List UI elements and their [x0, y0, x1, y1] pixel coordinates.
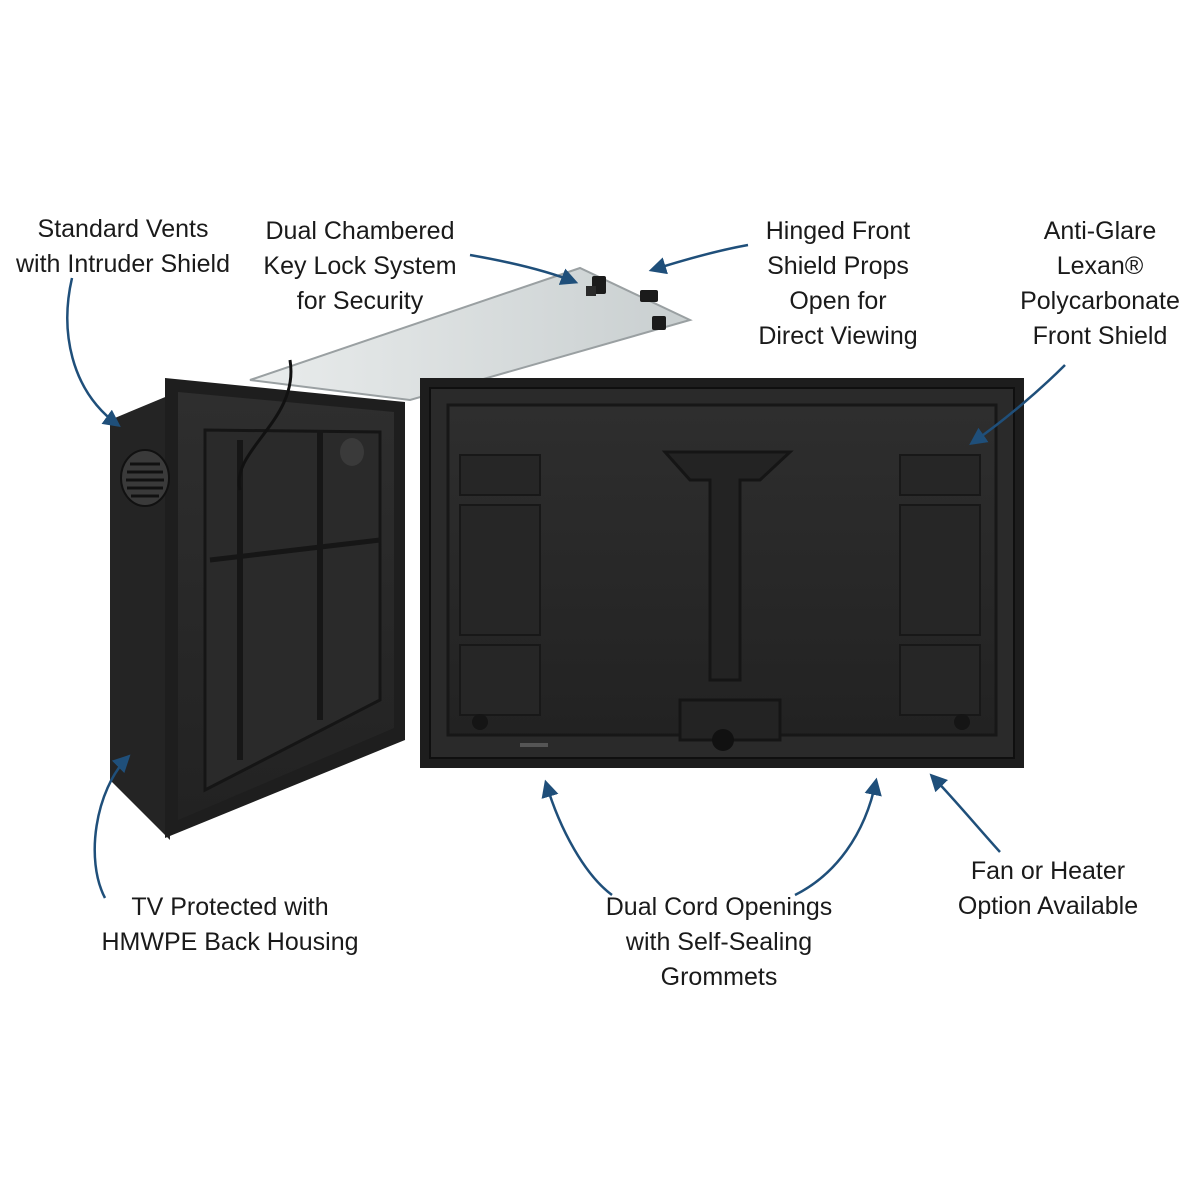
- callout-line: Dual Cord Openings: [605, 893, 833, 921]
- callout-hinged-shield: Hinged Front Shield Props Open for Direc…: [740, 214, 936, 354]
- callout-back-housing: TV Protected with HMWPE Back Housing: [82, 890, 378, 960]
- callout-line: with Intruder Shield: [15, 250, 230, 278]
- callout-line: HMWPE Back Housing: [101, 928, 359, 956]
- callout-line: Key Lock System: [263, 252, 457, 280]
- callout-line: Front Shield: [1032, 322, 1168, 350]
- arrow-back-housing: [93, 754, 131, 899]
- callout-line: Dual Chambered: [265, 217, 455, 245]
- callout-cord-openings: Dual Cord Openings with Self-Sealing Gro…: [586, 890, 852, 995]
- callout-key-lock: Dual Chambered Key Lock System for Secur…: [248, 214, 472, 319]
- arrow-hinged-shield: [648, 243, 749, 275]
- vent-icon: [120, 449, 170, 507]
- callout-line: Fan or Heater: [970, 857, 1126, 885]
- callout-line: with Self-Sealing: [625, 928, 813, 956]
- enclosure-front-view: [420, 378, 1024, 768]
- enclosure-side-view: [110, 359, 405, 840]
- callout-line: Anti-Glare: [1043, 217, 1157, 245]
- arrow-anti-glare: [969, 364, 1066, 446]
- callout-line: Direct Viewing: [758, 322, 918, 350]
- arrow-standard-vents: [66, 277, 121, 428]
- callout-line: Standard Vents: [37, 215, 209, 243]
- callout-standard-vents: Standard Vents with Intruder Shield: [0, 212, 246, 282]
- callout-line: Open for: [789, 287, 887, 315]
- callout-line: Lexan®: [1056, 252, 1144, 280]
- callout-fan-heater: Fan or Heater Option Available: [940, 854, 1156, 924]
- front-shield-panel: [249, 266, 693, 402]
- arrow-cord-left: [541, 779, 613, 897]
- callout-line: for Security: [296, 287, 424, 315]
- callout-anti-glare: Anti-Glare Lexan® Polycarbonate Front Sh…: [1000, 214, 1200, 354]
- callout-line: Grommets: [660, 963, 778, 991]
- arrow-cord-right: [794, 777, 882, 897]
- arrow-fan-heater: [929, 773, 1001, 853]
- callout-line: Hinged Front: [765, 217, 911, 245]
- callout-arrows: [66, 243, 1066, 899]
- arrow-key-lock: [469, 253, 579, 285]
- callout-line: Shield Props: [767, 252, 909, 280]
- callout-line: TV Protected with: [131, 893, 329, 921]
- callout-line: Polycarbonate: [1020, 287, 1180, 315]
- callout-line: Option Available: [957, 892, 1139, 920]
